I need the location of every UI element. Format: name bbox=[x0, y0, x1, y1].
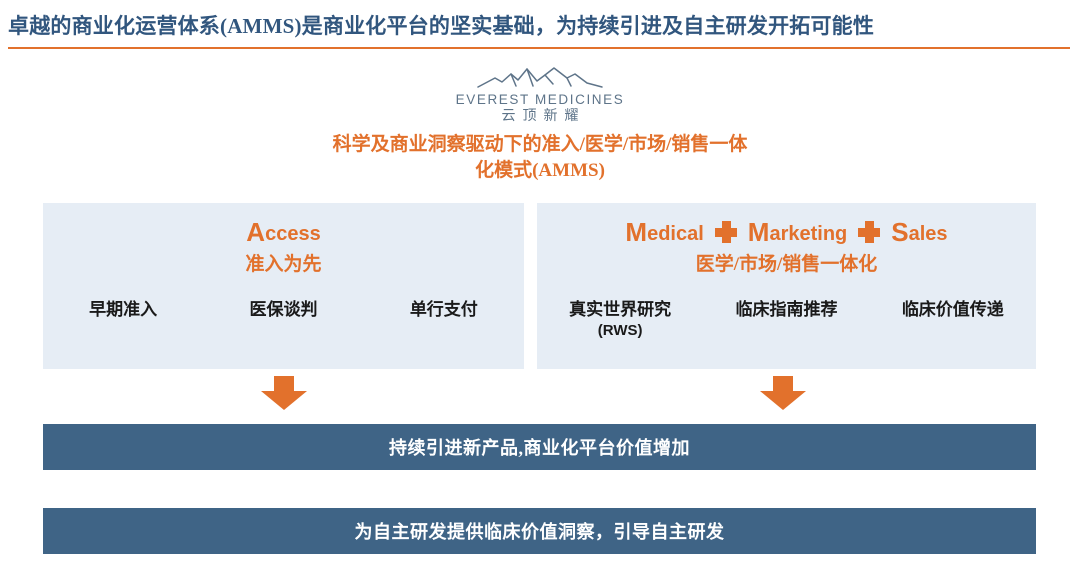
access-heading-capital: A bbox=[246, 217, 266, 247]
mms-item: 临床价值传递 bbox=[902, 299, 1004, 321]
title-underline-divider bbox=[8, 47, 1070, 49]
mms-item-label: 临床指南推荐 bbox=[735, 300, 838, 319]
access-item: 单行支付 bbox=[409, 300, 478, 319]
mountain-range-icon bbox=[477, 67, 603, 88]
medical-capital: M bbox=[625, 217, 648, 247]
plus-icon bbox=[714, 221, 737, 243]
mms-item-sublabel: (RWS) bbox=[597, 322, 643, 339]
marketing-capital: M bbox=[747, 217, 770, 247]
access-heading-chinese: 准入为先 bbox=[245, 254, 322, 275]
page-title: 卓越的商业化运营体系(AMMS)是商业化平台的坚实基础，为持续引进及自主研发开拓… bbox=[8, 14, 875, 38]
access-heading-english: Access bbox=[43, 219, 524, 247]
access-item-list: 早期准入 医保谈判 单行支付 bbox=[43, 299, 524, 321]
plus-icon bbox=[858, 221, 881, 243]
mms-item-label: 真实世界研究 bbox=[569, 300, 672, 319]
sales-rest: ales bbox=[908, 223, 948, 245]
mms-item-label: 临床价值传递 bbox=[901, 300, 1004, 319]
outcome-bar-secondary: 为自主研发提供临床价值洞察，引导自主研发 bbox=[43, 508, 1036, 554]
arrow-head bbox=[261, 391, 307, 410]
access-heading-rest: ccess bbox=[265, 223, 321, 245]
mms-heading-chinese: 医学/市场/销售一体化 bbox=[695, 254, 878, 275]
arrow-head bbox=[760, 391, 806, 410]
arrow-shaft bbox=[274, 376, 294, 392]
logo-english-name: EVEREST MEDICINES bbox=[455, 92, 625, 107]
medical-rest: edical bbox=[647, 223, 704, 245]
access-item: 早期准入 bbox=[89, 300, 158, 319]
sales-capital: S bbox=[891, 217, 909, 247]
mms-item-list: 真实世界研究 (RWS) 临床指南推荐 临床价值传递 bbox=[537, 299, 1036, 340]
subtitle-line-1: 科学及商业洞察驱动下的准入/医学/市场/销售一体 bbox=[332, 134, 748, 155]
access-item: 医保谈判 bbox=[249, 300, 318, 319]
arrow-shaft bbox=[773, 376, 793, 392]
subtitle: 科学及商业洞察驱动下的准入/医学/市场/销售一体 化模式(AMMS) bbox=[240, 132, 840, 184]
logo-chinese-name: 云顶新耀 bbox=[501, 109, 586, 124]
subtitle-line-2: 化模式(AMMS) bbox=[475, 160, 605, 181]
marketing-rest: arketing bbox=[769, 223, 848, 245]
mms-item: 临床指南推荐 bbox=[735, 299, 837, 321]
brand-logo: EVEREST MEDICINES 云顶新耀 bbox=[0, 64, 1080, 125]
outcome-bar-primary: 持续引进新产品,商业化平台价值增加 bbox=[43, 424, 1036, 470]
down-arrow-icon bbox=[760, 376, 806, 410]
down-arrow-icon bbox=[261, 376, 307, 410]
mms-item: 真实世界研究 (RWS) bbox=[569, 299, 671, 340]
access-panel: Access 准入为先 早期准入 医保谈判 单行支付 bbox=[43, 203, 524, 369]
